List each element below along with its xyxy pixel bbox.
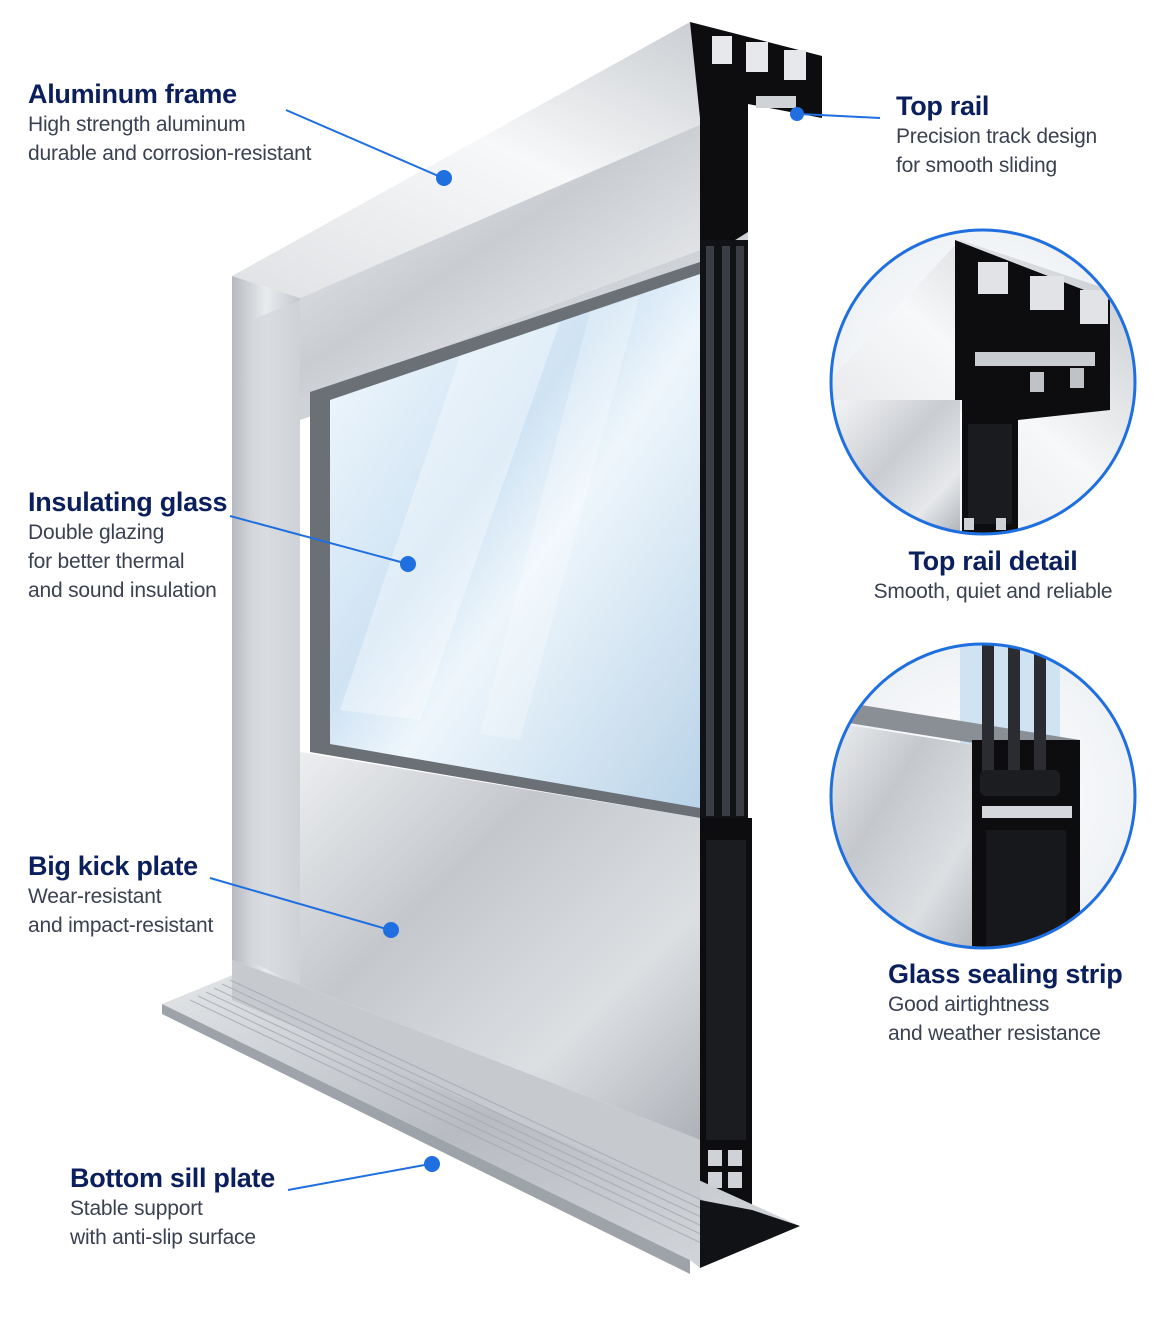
top-rail-detail-circle — [829, 228, 1137, 536]
callout-line: and weather resistance — [888, 1022, 1101, 1045]
callout-big-kick-plate: Big kick plate Wear-resistant and impact… — [28, 850, 213, 940]
callout-line: and sound insulation — [28, 579, 217, 602]
callout-insulating-glass: Insulating glass Double glazing for bett… — [28, 486, 228, 605]
callout-line: and impact-resistant — [28, 914, 214, 937]
frame-top-face — [232, 22, 822, 298]
callout-line: Precision track design — [896, 125, 1098, 148]
callout-line: for better thermal — [28, 550, 185, 573]
callout-title: Aluminum frame — [28, 79, 237, 109]
glass-sealing-strip-detail-circle — [829, 642, 1137, 950]
leader-kick-plate — [209, 877, 391, 931]
callout-glass-sealing-strip: Glass sealing strip Good airtightness an… — [888, 958, 1123, 1048]
callout-title: Top rail detail — [908, 546, 1078, 576]
callout-line: Stable support — [70, 1197, 203, 1220]
dot-insulating-glass — [400, 556, 416, 572]
leader-lines — [209, 109, 881, 1191]
callout-line: Good airtightness — [888, 993, 1050, 1016]
callout-title: Big kick plate — [28, 851, 198, 881]
callout-dots — [383, 107, 804, 1172]
callout-line: durable and corrosion-resistant — [28, 142, 312, 165]
callout-title: Insulating glass — [28, 487, 228, 517]
callout-title: Glass sealing strip — [888, 959, 1123, 989]
dot-aluminum-frame — [436, 170, 452, 186]
callout-title: Bottom sill plate — [70, 1163, 275, 1193]
callout-line: Smooth, quiet and reliable — [873, 580, 1113, 603]
callout-line: for smooth sliding — [896, 154, 1057, 177]
leader-aluminum-frame — [285, 109, 444, 179]
callout-bottom-sill-plate: Bottom sill plate Stable support with an… — [70, 1162, 275, 1252]
leader-bottom-sill — [287, 1163, 431, 1191]
frame-top-front — [300, 104, 748, 400]
callout-top-rail: Top rail Precision track design for smoo… — [896, 90, 1097, 180]
dot-bottom-sill — [424, 1156, 440, 1172]
callout-line: Double glazing — [28, 521, 165, 544]
leader-top-rail — [799, 113, 881, 119]
callout-title: Top rail — [896, 91, 990, 121]
kick-plate — [300, 752, 700, 1140]
insulating-glass-pane — [330, 274, 700, 808]
callout-line: Wear-resistant — [28, 885, 162, 908]
callout-top-rail-detail: Top rail detail Smooth, quiet and reliab… — [858, 545, 1128, 606]
door-body — [162, 22, 822, 1274]
leader-insulating-glass — [229, 515, 409, 565]
dot-kick-plate — [383, 922, 399, 938]
callout-line: with anti-slip surface — [70, 1226, 256, 1249]
callout-aluminum-frame: Aluminum frame High strength aluminum du… — [28, 78, 311, 168]
dot-top-rail — [790, 107, 804, 121]
callout-line: High strength aluminum — [28, 113, 246, 136]
